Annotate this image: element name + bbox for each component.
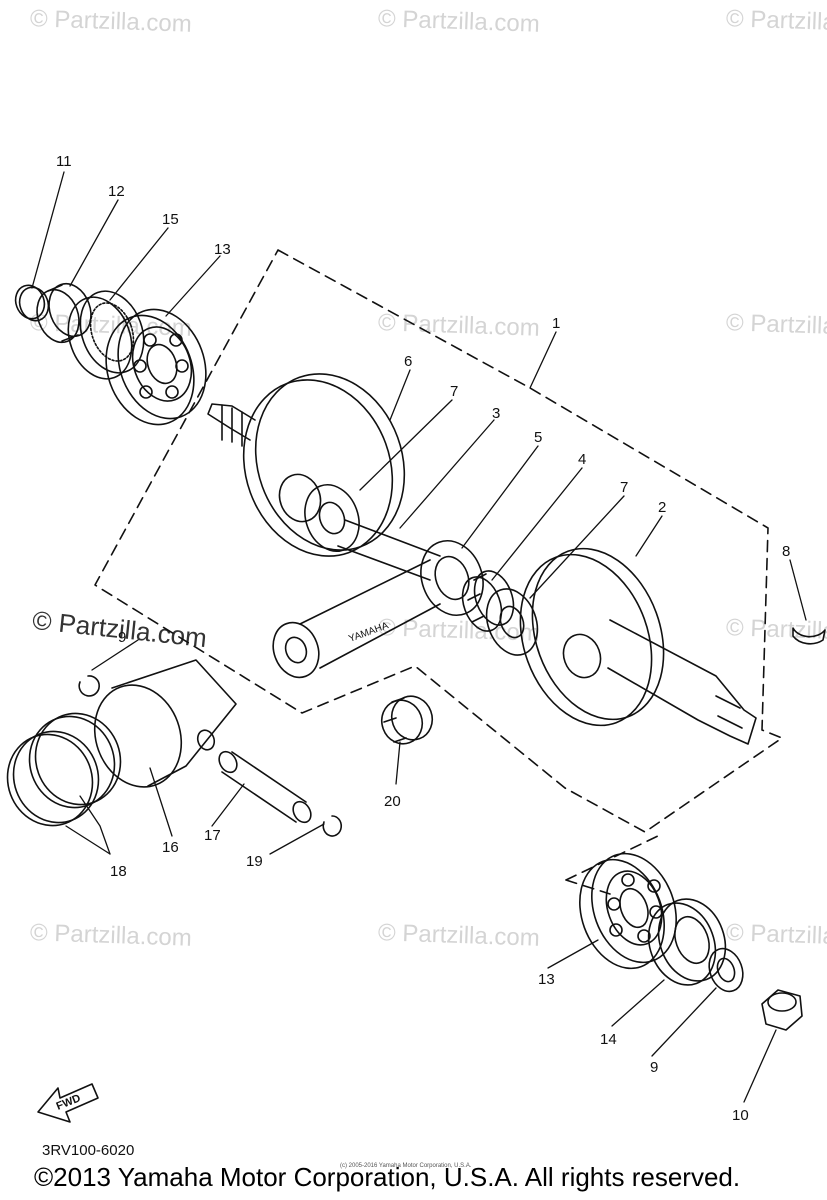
- callout-19: 19: [246, 853, 263, 870]
- diagram-code: 3RV100-6020: [42, 1142, 135, 1159]
- callout-18: 18: [110, 863, 127, 880]
- callout-4: 4: [578, 451, 586, 468]
- callout-12: 12: [108, 183, 125, 200]
- connecting-rod-part: [272, 540, 484, 679]
- callout-3: 3: [492, 405, 500, 422]
- small-end-bearing-part: [380, 695, 434, 745]
- oil-seal-part: [67, 290, 145, 380]
- collar-part: [36, 282, 92, 344]
- circlip-piston-lower-part: [322, 815, 343, 837]
- circlip-part: [14, 284, 50, 322]
- needle-bearing-part: [461, 570, 515, 632]
- callout-13: 13: [214, 241, 231, 258]
- woodruff-key-part: [792, 627, 826, 645]
- callout-11: 11: [56, 153, 72, 170]
- callout-16: 16: [162, 839, 179, 856]
- callout-5: 5: [534, 429, 542, 446]
- callout-7: 7: [450, 383, 458, 400]
- crank-pin-part: [337, 519, 441, 581]
- callout-9b: 9: [650, 1059, 658, 1076]
- callout-7b: 7: [620, 479, 628, 496]
- nut-part: [761, 989, 803, 1031]
- callout-13b: 13: [538, 971, 555, 988]
- bearing-lower-part: [579, 852, 677, 970]
- crank-half-left-part: [207, 373, 406, 557]
- piston-pin-part: [218, 750, 312, 824]
- piston-rings-part: [6, 712, 122, 827]
- fine-print: (c) 2005-2016 Yamaha Motor Corporation, …: [340, 1163, 472, 1169]
- callout-14: 14: [600, 1031, 617, 1048]
- crank-half-right-part: [519, 547, 757, 745]
- callout-1: 1: [552, 315, 560, 332]
- washer-part: [708, 947, 744, 993]
- callout-20: 20: [384, 793, 401, 810]
- callout-2: 2: [658, 499, 666, 516]
- callout-9: 9: [118, 629, 126, 646]
- callout-10: 10: [732, 1107, 749, 1124]
- thrust-washer-right-part: [485, 588, 539, 656]
- callout-17: 17: [204, 827, 221, 844]
- fwd-arrow-icon: [37, 1083, 99, 1123]
- thrust-washer-left-part: [304, 484, 360, 552]
- callout-labels: 11 12 15 13 1 6 7 3 5 4 7 2 8 9 16 17 19…: [56, 153, 790, 1124]
- callout-15: 15: [162, 211, 179, 228]
- leader-lines: [31, 171, 807, 1103]
- callout-8: 8: [782, 543, 790, 560]
- oil-seal-lower-part: [647, 898, 727, 986]
- callout-6: 6: [404, 353, 412, 370]
- assembly-outline: [94, 249, 783, 833]
- bearing-guide: [565, 834, 661, 895]
- circlip-piston-upper-part: [78, 675, 100, 697]
- copyright-text: ©2013 Yamaha Motor Corporation, U.S.A. A…: [34, 1162, 741, 1192]
- bearing-upper-part: [105, 308, 207, 426]
- piston-part: [93, 659, 237, 788]
